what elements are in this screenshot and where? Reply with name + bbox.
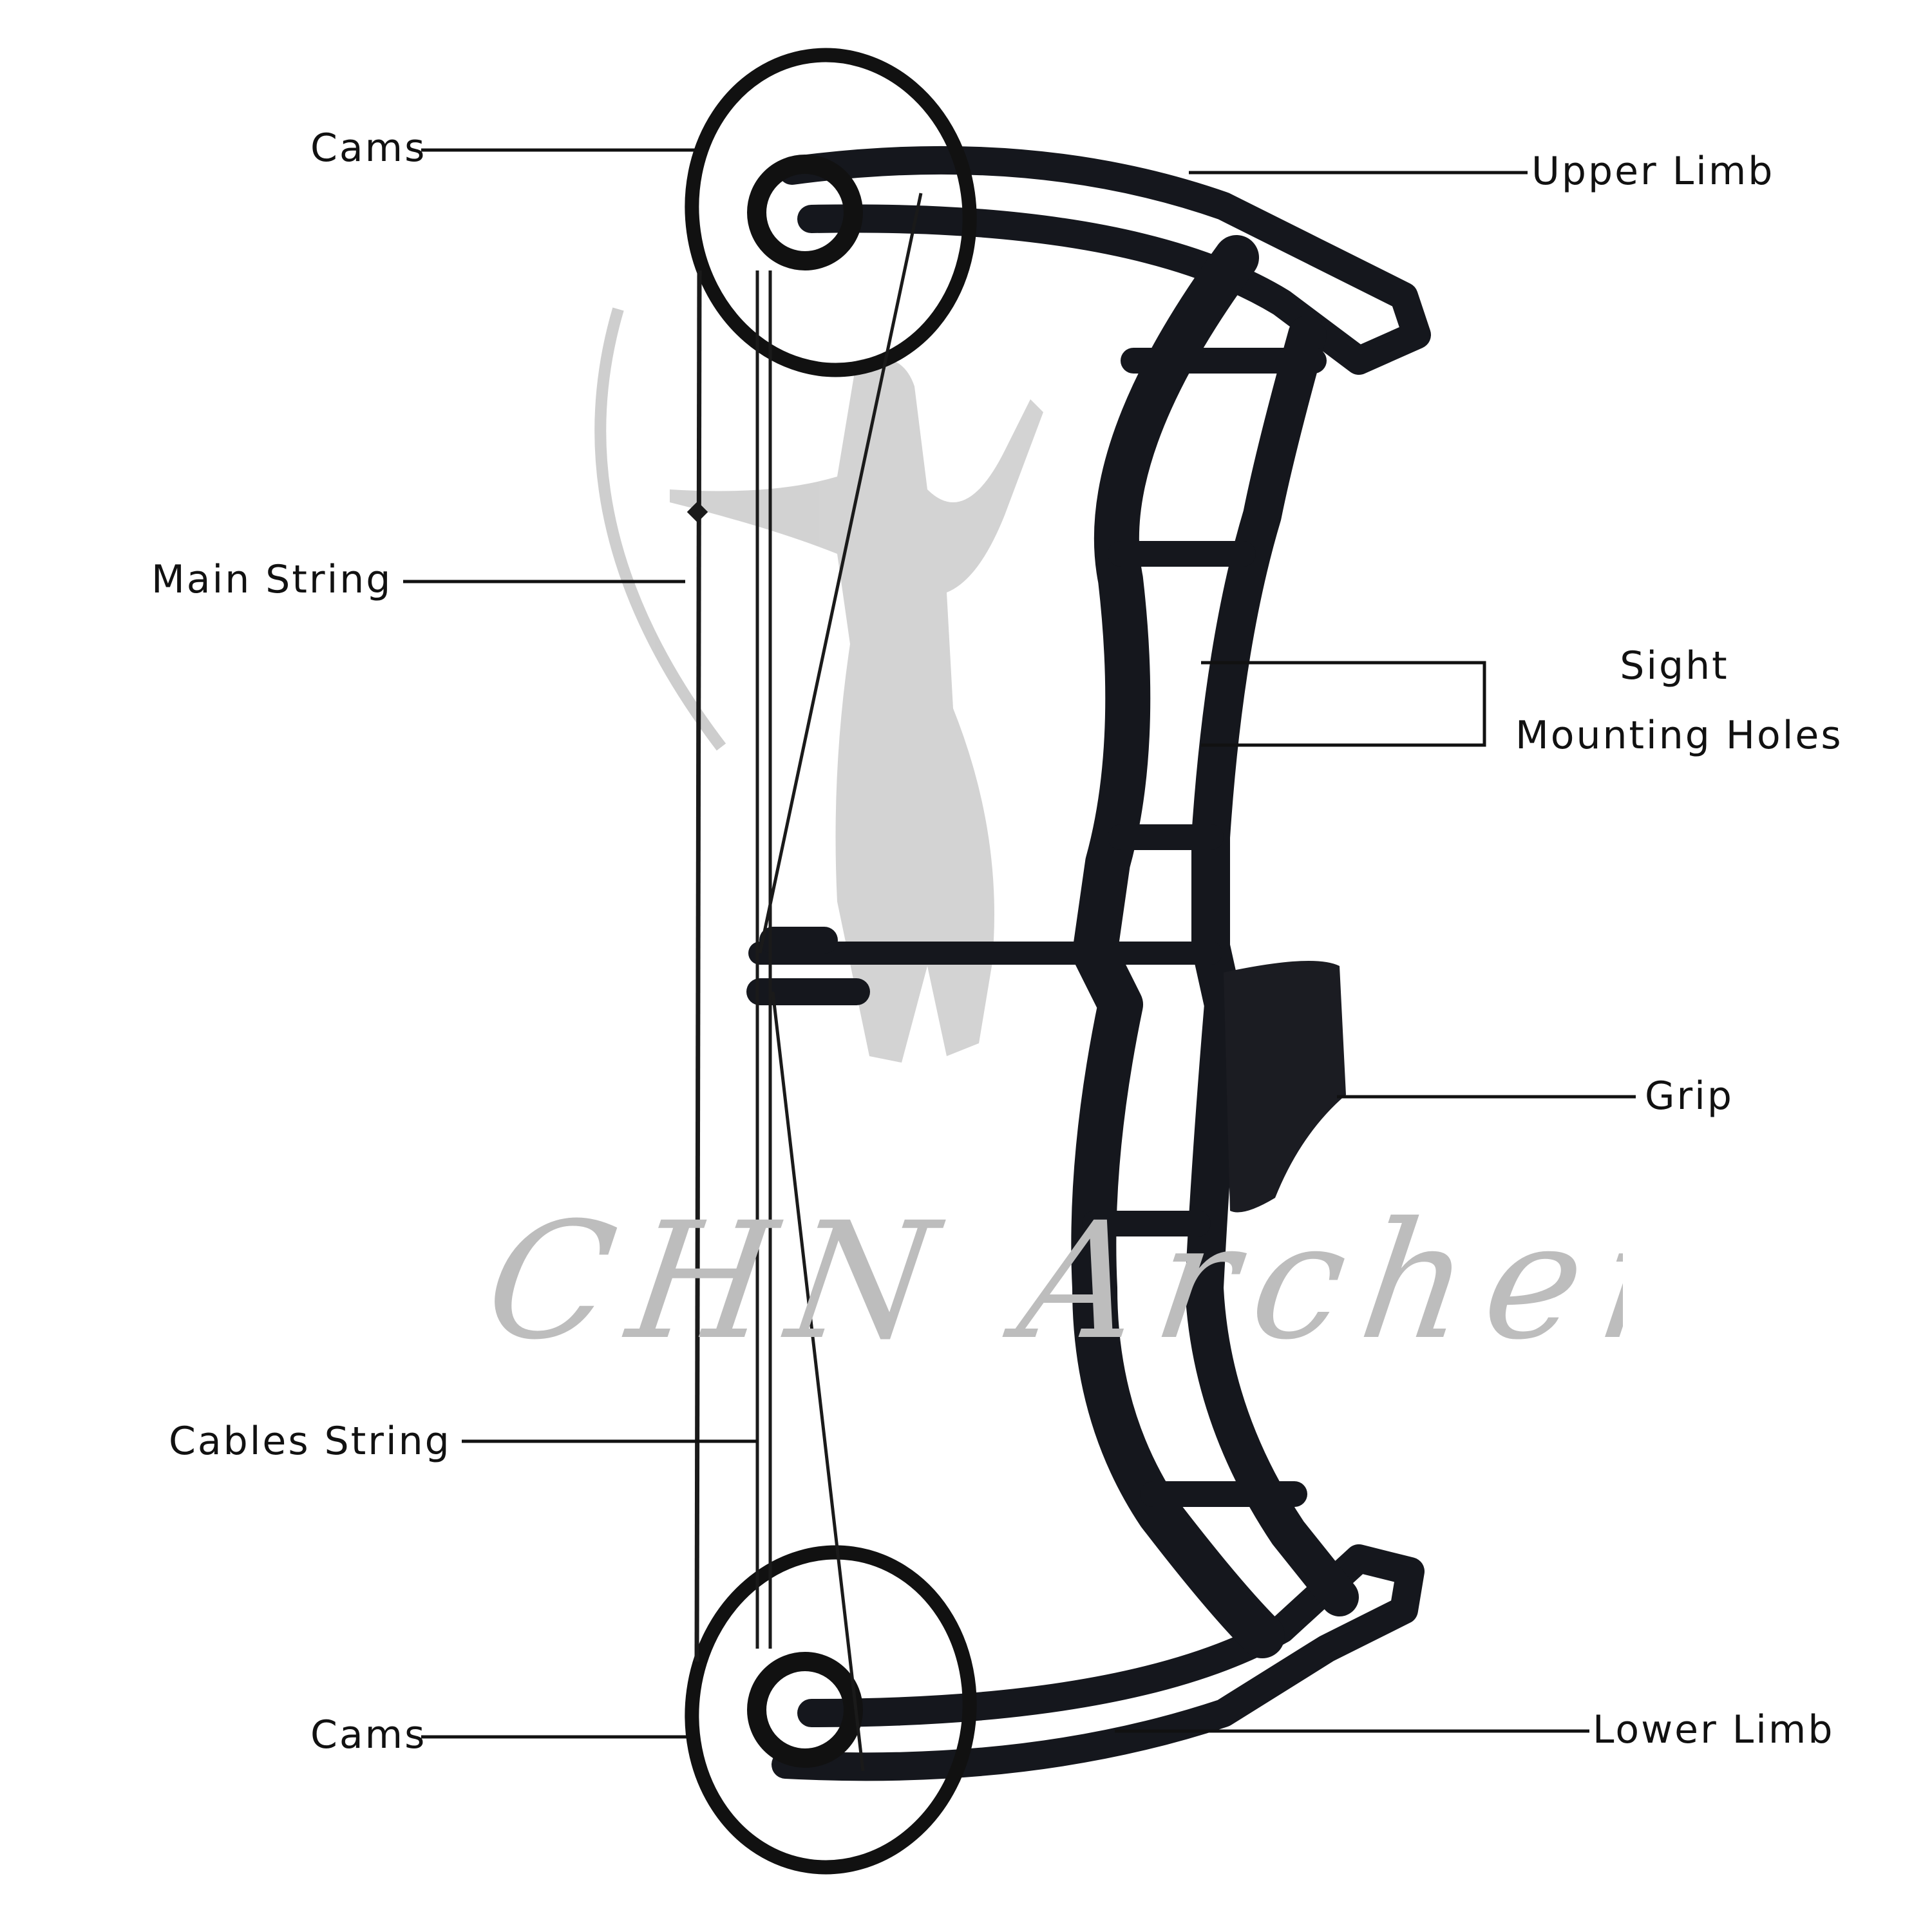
- watermark: CHN Archery: [489, 1185, 1623, 1378]
- label-cams-top: Cams: [310, 126, 427, 171]
- label-cams-bottom: Cams: [310, 1712, 427, 1757]
- label-cables-string: Cables String: [169, 1419, 451, 1464]
- riser: [1071, 235, 1285, 1658]
- upper-cam: [685, 48, 977, 377]
- string-nock: [687, 501, 708, 523]
- leader-lines: [403, 148, 1636, 1739]
- cable-string-4: [771, 991, 865, 1772]
- lower-cam-hub: [747, 1652, 863, 1768]
- label-lower-limb: Lower Limb: [1593, 1707, 1835, 1752]
- grip: [1224, 961, 1346, 1213]
- label-mounting-holes: Mounting Holes: [1515, 713, 1843, 758]
- watermark-text: CHN Archery: [489, 1188, 1623, 1375]
- lower-cam: [685, 1545, 977, 1875]
- strings: [687, 193, 923, 1772]
- label-grip: Grip: [1645, 1074, 1734, 1119]
- watermark-archer-silhouette: [594, 307, 1043, 1063]
- cable-string-3: [758, 193, 923, 954]
- label-sight: Sight: [1620, 643, 1729, 688]
- label-main-string: Main String: [151, 557, 393, 602]
- leader-sight-mounting-holes: [1201, 661, 1486, 747]
- upper-cam-hub: [747, 155, 863, 270]
- label-upper-limb: Upper Limb: [1531, 149, 1775, 194]
- main-string: [694, 270, 702, 1662]
